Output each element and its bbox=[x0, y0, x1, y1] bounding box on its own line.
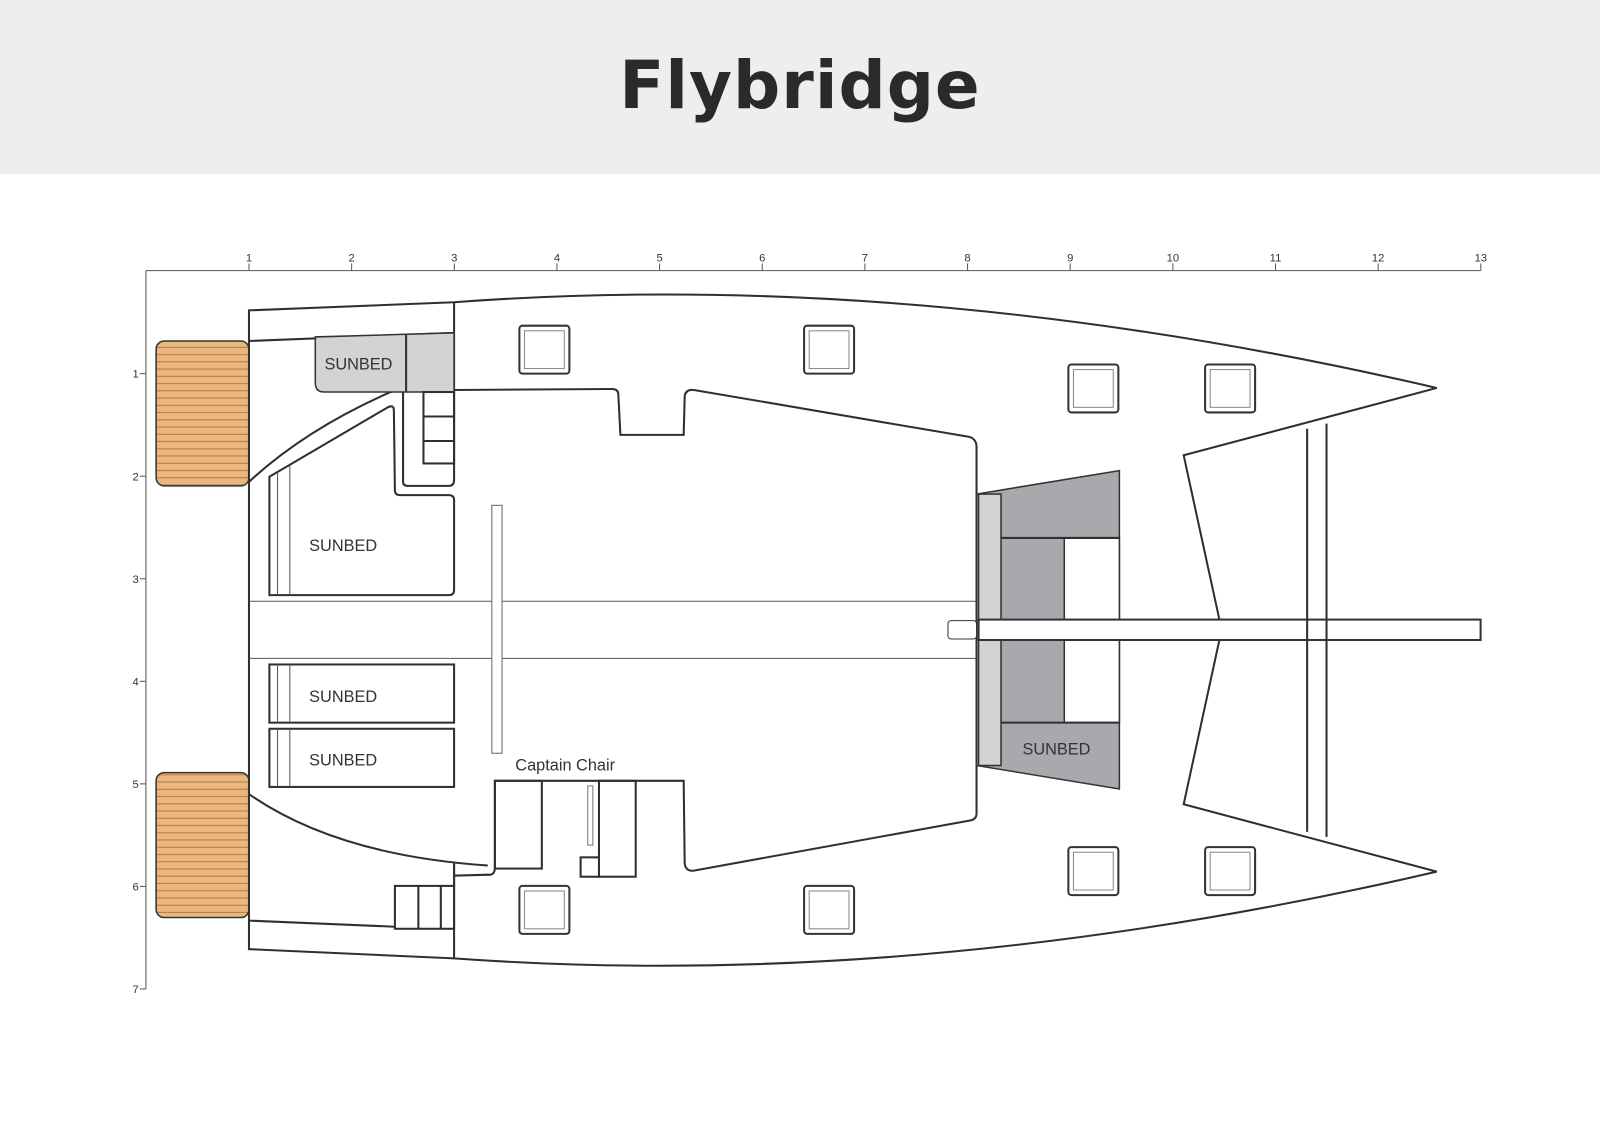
helm-seat bbox=[493, 779, 543, 870]
sunbed-forward-label: SUNBED bbox=[1022, 740, 1090, 758]
arch-beam bbox=[491, 504, 503, 754]
ruler-x-tick-label: 6 bbox=[759, 252, 765, 264]
deck-hatch bbox=[518, 884, 571, 935]
ruler-x-tick-label: 1 bbox=[246, 252, 252, 264]
deck-hatch bbox=[803, 324, 856, 375]
captain-chair-label: Captain Chair bbox=[515, 757, 615, 775]
helm-console bbox=[587, 785, 594, 846]
teak-step-port bbox=[155, 340, 250, 487]
ruler-x-tick-label: 10 bbox=[1167, 252, 1179, 264]
sunbed-aft-low bbox=[268, 727, 456, 788]
sunbed-aft-top-label: SUNBED bbox=[324, 356, 392, 374]
ruler-x-tick-label: 13 bbox=[1475, 252, 1487, 264]
ruler-x-tick-label: 3 bbox=[451, 252, 457, 264]
ruler-y-tick-label: 7 bbox=[133, 984, 139, 996]
ruler-x-tick-label: 8 bbox=[964, 252, 970, 264]
deck-hatch bbox=[518, 324, 571, 375]
forward-lounge-cutout bbox=[1063, 639, 1121, 724]
aft-curve-bottom bbox=[248, 793, 488, 867]
chair-base bbox=[579, 856, 600, 878]
boom bbox=[977, 618, 1482, 642]
sunbed-aft-mid-label: SUNBED bbox=[309, 688, 377, 706]
ruler-x-tick-label: 9 bbox=[1067, 252, 1073, 264]
ruler-y-tick-label: 5 bbox=[133, 779, 139, 791]
ruler-x-tick-label: 12 bbox=[1372, 252, 1384, 264]
deck-hatch bbox=[1204, 846, 1257, 897]
ruler-y-tick-label: 1 bbox=[133, 369, 139, 381]
ruler-y-tick-label: 4 bbox=[133, 676, 139, 688]
aft-rail-bottom bbox=[248, 919, 395, 928]
ruler-y-tick-label: 2 bbox=[133, 471, 139, 483]
stairs-top bbox=[422, 391, 456, 465]
forward-lounge-cutout bbox=[1063, 537, 1121, 621]
cabin-top-outline bbox=[453, 387, 978, 877]
sunbed-aft-large-label: SUNBED bbox=[309, 537, 377, 555]
teak-step-starboard bbox=[155, 771, 250, 919]
sunbed-aft-large bbox=[268, 405, 456, 597]
deck-hatch bbox=[1204, 363, 1257, 414]
ruler-x-tick-label: 11 bbox=[1270, 252, 1282, 264]
ruler-x-tick-label: 5 bbox=[656, 252, 662, 264]
ruler-y-tick-label: 6 bbox=[133, 882, 139, 894]
ruler-x-tick-label: 7 bbox=[862, 252, 868, 264]
stairs-bottom bbox=[393, 884, 456, 930]
deck-hatch bbox=[1067, 846, 1120, 897]
sunbed-aft-mid bbox=[268, 663, 456, 724]
ruler-x-tick-label: 4 bbox=[554, 252, 560, 264]
sunbed-aft-top bbox=[314, 332, 455, 393]
header-bar: Flybridge bbox=[0, 0, 1600, 174]
sunbed-aft-low-label: SUNBED bbox=[309, 751, 377, 769]
stair-well-top bbox=[402, 392, 456, 487]
ruler-y-tick-label: 3 bbox=[133, 574, 139, 586]
deck-hatch bbox=[1067, 363, 1120, 414]
captain-chair bbox=[597, 779, 637, 878]
aft-curve-top bbox=[248, 390, 394, 483]
deck-hatch bbox=[803, 884, 856, 935]
page-title: Flybridge bbox=[619, 46, 981, 124]
ruler-x-tick-label: 2 bbox=[349, 252, 355, 264]
boom-bracket bbox=[947, 620, 978, 640]
